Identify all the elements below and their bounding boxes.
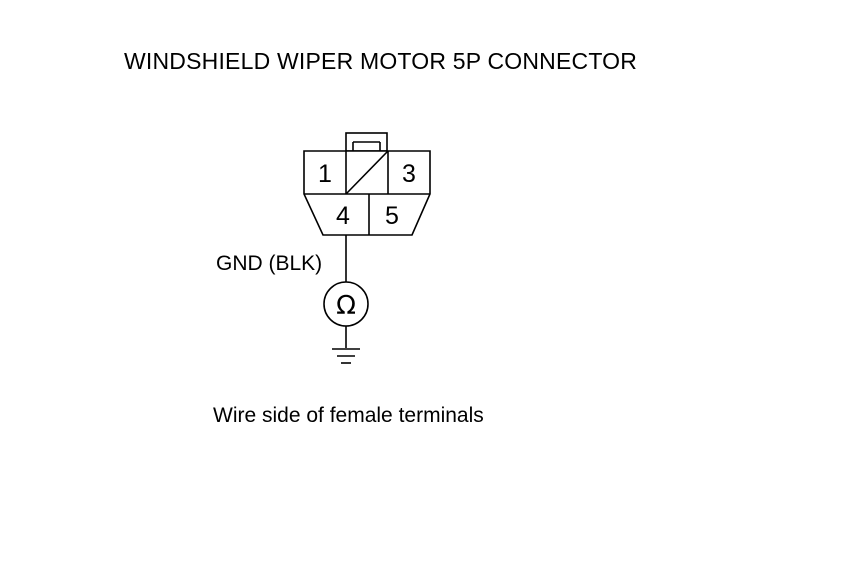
diagram-title: WINDSHIELD WIPER MOTOR 5P CONNECTOR bbox=[124, 48, 638, 74]
empty-pin-mark bbox=[345, 150, 389, 195]
pin-4-label: 4 bbox=[336, 202, 350, 230]
footnote: Wire side of female terminals bbox=[213, 404, 484, 427]
pin-1-label: 1 bbox=[318, 160, 332, 188]
pin-5-label: 5 bbox=[385, 202, 399, 230]
ground-icon bbox=[332, 348, 360, 364]
gnd-wire-label: GND (BLK) bbox=[216, 252, 323, 275]
ohm-icon: Ω bbox=[336, 291, 356, 321]
pin-3-label: 3 bbox=[402, 160, 416, 188]
